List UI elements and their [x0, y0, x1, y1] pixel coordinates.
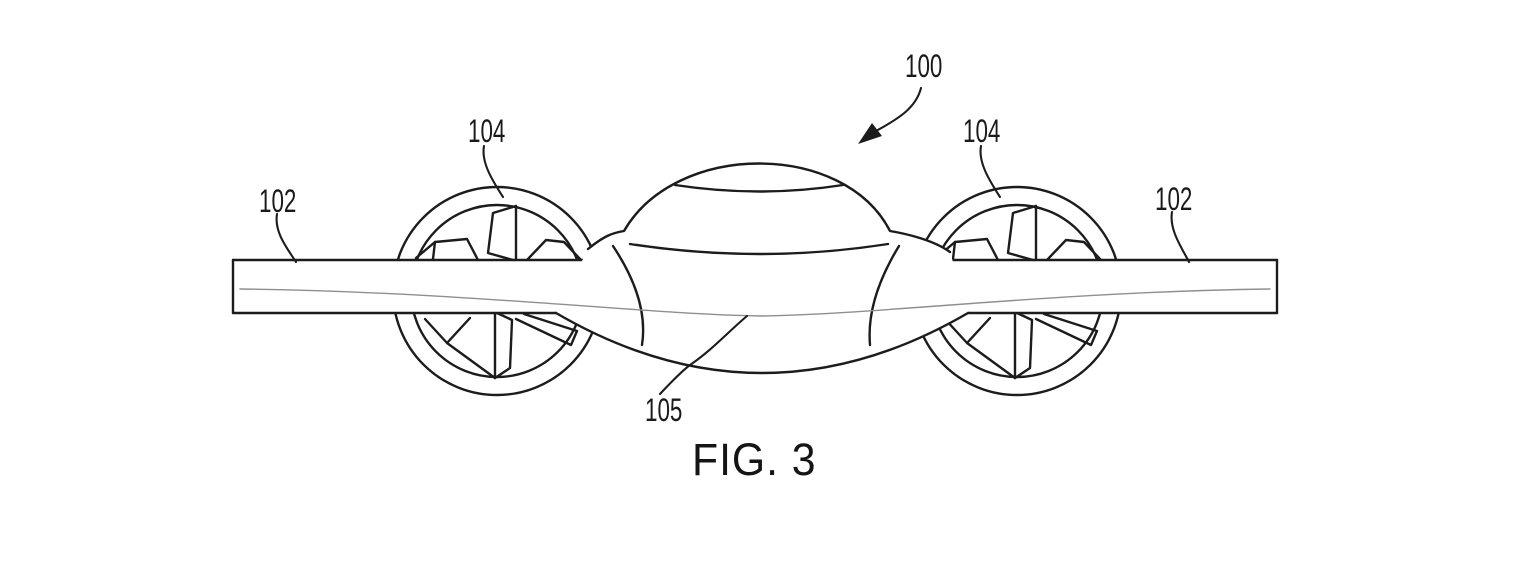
arrowhead-100 [858, 123, 882, 144]
leader-line-104-left [482, 144, 505, 199]
canopy-base-line [628, 242, 890, 256]
fuselage-canopy-outline [586, 162, 952, 254]
leader-line-102-right [1170, 210, 1191, 264]
ref-label-102-left: 102 [259, 183, 297, 219]
fuselage [554, 162, 970, 375]
leader-line-105 [658, 314, 749, 396]
fuselage-belly-outline [554, 311, 970, 375]
ref-label-105: 105 [645, 392, 683, 428]
ref-label-104-left: 104 [468, 113, 506, 149]
ref-label-104-right: 104 [963, 113, 1001, 149]
ref-label-102-right: 102 [1155, 181, 1193, 217]
wing-chord-hidden-line [239, 288, 1271, 317]
left-body-crease [611, 244, 645, 347]
canopy-window-line [673, 183, 845, 193]
leader-line-102-left [275, 212, 298, 264]
fuselage-body-fill [556, 163, 968, 373]
leader-line-100 [874, 86, 923, 133]
leader-line-104-right [979, 144, 1002, 199]
ref-label-100: 100 [905, 48, 943, 84]
figure-caption: FIG. 3 [692, 434, 817, 485]
leader-lines [275, 86, 1191, 396]
right-body-crease [868, 244, 901, 347]
